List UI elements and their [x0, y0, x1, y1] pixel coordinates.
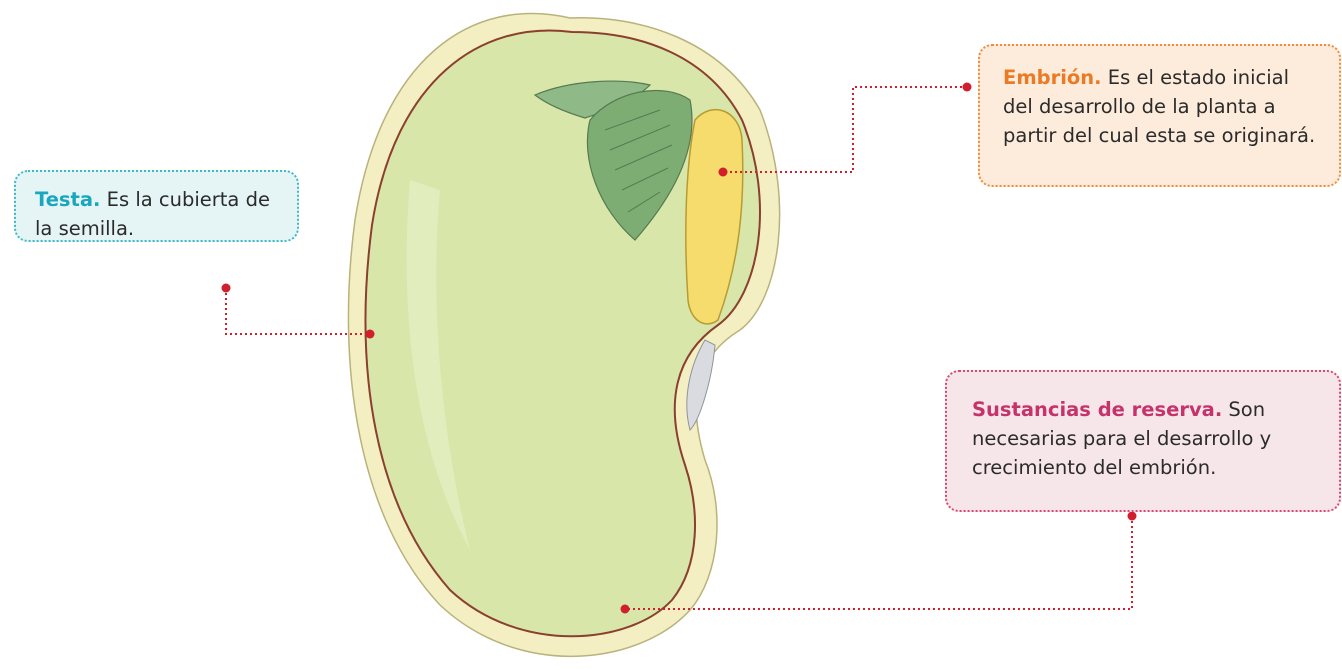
callout-testa-term: Testa.: [35, 188, 100, 211]
dot-embrion-box: [963, 83, 972, 92]
dot-reserva-target: [621, 605, 630, 614]
callout-embrion: Embrión. Es el estado inicial del desarr…: [978, 44, 1341, 187]
callout-reserva-term: Sustancias de reserva.: [972, 398, 1222, 421]
callout-reserva: Sustancias de reserva. Son necesarias pa…: [945, 370, 1341, 512]
callout-testa: Testa. Es la cubierta de la semilla.: [14, 170, 299, 242]
dot-embrion-target: [719, 168, 728, 177]
callout-embrion-term: Embrión.: [1003, 66, 1102, 89]
dot-testa-target: [366, 330, 375, 339]
dot-testa-box: [222, 284, 231, 293]
dot-reserva-box: [1128, 512, 1137, 521]
